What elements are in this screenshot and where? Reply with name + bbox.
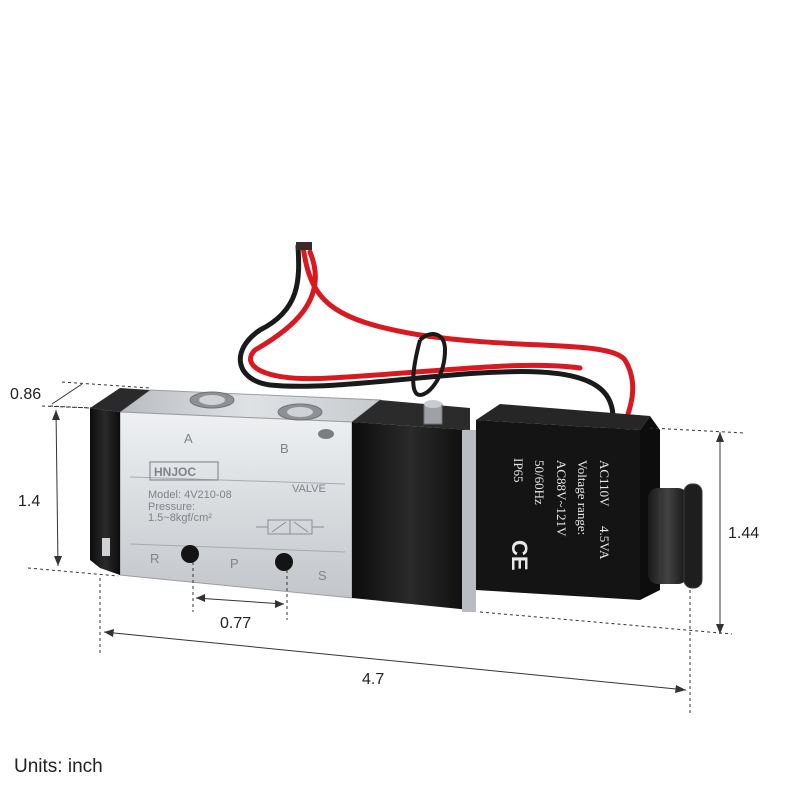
units-caption: Units: inch bbox=[14, 756, 103, 777]
coil-range-label: Voltage range: bbox=[575, 460, 590, 535]
valve-body bbox=[118, 389, 382, 599]
model-label: Model: 4V210-08 bbox=[148, 489, 232, 501]
coil-voltage: AC110V bbox=[597, 460, 612, 507]
brand-logo-text: HNJOC bbox=[154, 465, 196, 479]
lead-wires bbox=[237, 242, 636, 433]
coil-height-dimension-label: 1.44 bbox=[728, 525, 759, 542]
coil-frequency: 50/60Hz bbox=[532, 460, 547, 505]
port-spacing-dimension-label: 0.77 bbox=[220, 615, 251, 632]
length-dimension-label: 4.7 bbox=[362, 671, 384, 688]
solenoid-coil bbox=[476, 404, 703, 600]
depth-dimension-label: 0.86 bbox=[10, 386, 41, 403]
left-end-cap bbox=[90, 388, 150, 575]
port-r-label: R bbox=[150, 551, 159, 566]
pressure-value: 1.5~8kgf/cm² bbox=[148, 512, 212, 524]
coil-ip-rating: IP65 bbox=[511, 458, 526, 483]
port-a-label: A bbox=[184, 431, 193, 446]
port-b-label: B bbox=[280, 441, 289, 456]
coil-power: 4.5VA bbox=[597, 526, 612, 560]
coil-range-value: AC88V~121V bbox=[554, 460, 569, 537]
solenoid-housing bbox=[352, 400, 476, 612]
ce-mark: CE bbox=[507, 540, 532, 571]
port-p-label: P bbox=[230, 556, 239, 571]
body-height-dimension-label: 1.4 bbox=[18, 493, 40, 510]
port-s-label: S bbox=[318, 568, 327, 583]
valve-label: VALVE bbox=[292, 483, 326, 495]
pressure-label: Pressure: bbox=[148, 501, 195, 513]
dimension-lines bbox=[27, 381, 746, 716]
